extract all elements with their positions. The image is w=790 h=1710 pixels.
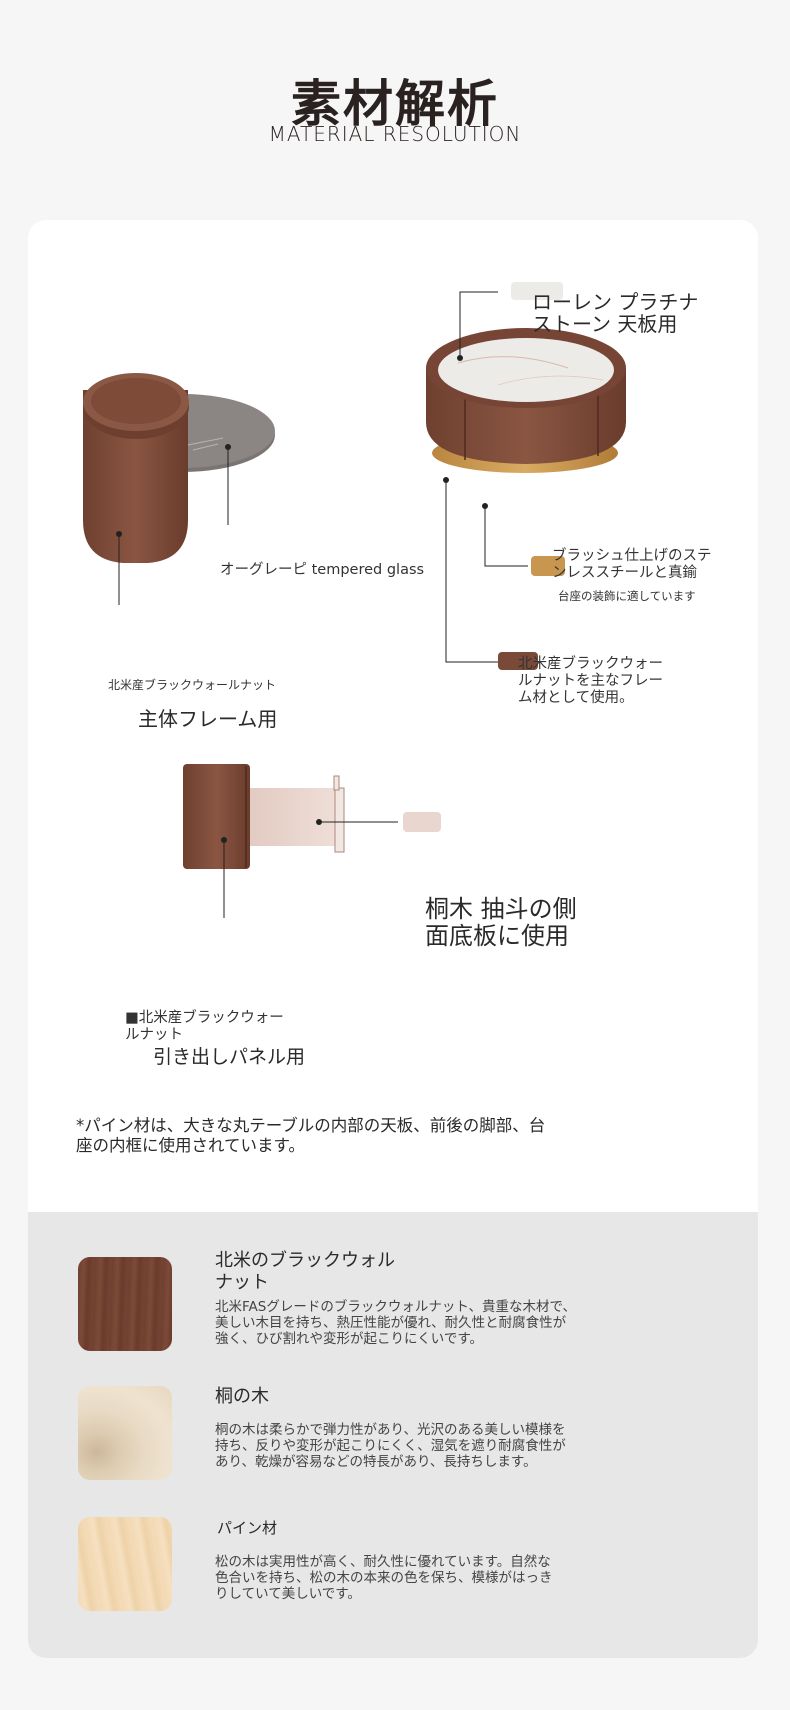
drawer-illustration (183, 764, 398, 918)
walnut-frame-label: 北米産ブラックウォー ルナットを主なフレー ム材として使用。 (518, 656, 663, 706)
paulownia-swatch (403, 812, 441, 832)
pine-texture (78, 1517, 172, 1611)
drawer-walnut-label: ■北米産ブラックウォー ルナット (125, 1010, 284, 1043)
walnut-swatch (498, 652, 538, 670)
walnut-texture (78, 1257, 172, 1351)
material-name-paulownia: 桐の木 (215, 1386, 269, 1407)
product-diagrams (83, 291, 626, 918)
materials-section: 北米のブラックウォル ナット 北米FASグレードのブラックウォルナット、貴重な木… (28, 1212, 758, 1658)
paulownia-label: 桐木 抽斗の側 面底板に使用 (425, 895, 577, 950)
stone-label: ローレン プラチナ ストーン 天板用 (532, 290, 699, 336)
steel-note: 台座の装飾に適しています (558, 589, 696, 603)
brass-swatch (531, 556, 565, 576)
stone-swatch (511, 282, 563, 300)
material-desc-walnut: 北米FASグレードのブラックウォルナット、貴重な木材で、 美しい木目を持ち、熱圧… (215, 1299, 577, 1347)
coffee-table-illustration (426, 291, 626, 663)
page-subtitle: MATERIAL RESOLUTION (268, 122, 522, 146)
material-desc-paulownia: 桐の木は柔らかで弾力性があり、光沢のある美しい模様を 持ち、反りや変形が起こりに… (215, 1422, 566, 1470)
paulownia-texture (78, 1386, 172, 1480)
pine-note: *パイン材は、大きな丸テーブルの内部の天板、前後の脚部、台 座の内框に使用されて… (76, 1116, 546, 1155)
steel-label: ブラッシュ仕上げのステ ンレススチールと真鍮 (552, 548, 712, 581)
frame-label: 主体フレーム用 (138, 707, 278, 731)
material-desc-pine: 松の木は実用性が高く、耐久性に優れています。自然な 色合いを持ち、松の木の本来の… (215, 1554, 553, 1602)
material-name-walnut: 北米のブラックウォル ナット (215, 1250, 395, 1293)
material-card: オーグレーピ tempered glass 北米産ブラックウォールナット 主体フ… (28, 220, 758, 1658)
walnut-small-label: 北米産ブラックウォールナット (108, 678, 277, 692)
side-table-illustration (83, 373, 275, 605)
glass-label: オーグレーピ tempered glass (220, 562, 425, 578)
material-name-pine: パイン材 (217, 1519, 278, 1537)
panel-label: 引き出しパネル用 (153, 1046, 306, 1068)
page-title: 素材解析 (291, 75, 499, 133)
